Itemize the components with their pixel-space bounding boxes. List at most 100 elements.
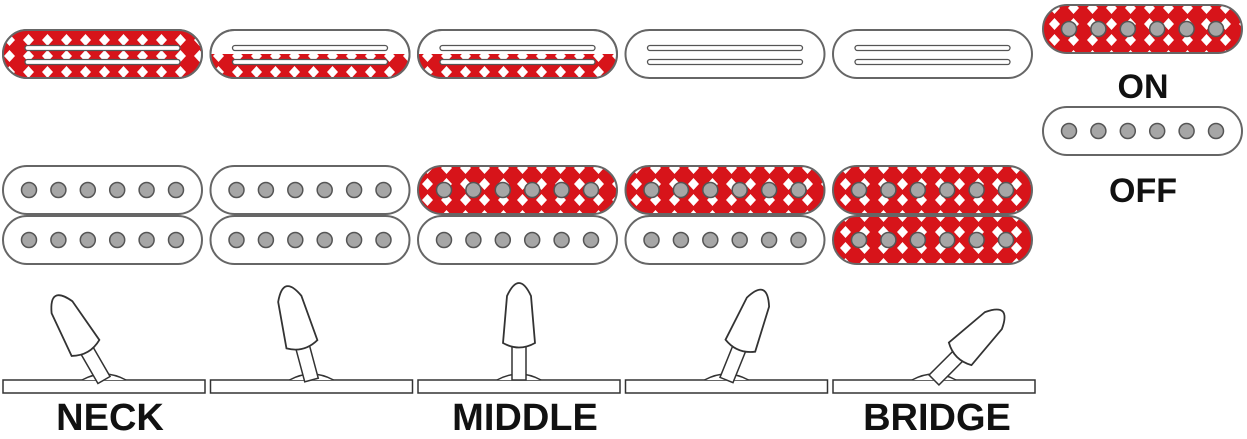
switch-plate [832, 379, 1036, 394]
single-coil-pickup [417, 29, 618, 79]
humbucker-top-coil [417, 165, 618, 215]
position-label-neck: NECK [56, 397, 164, 439]
pole-piece-dot [997, 181, 1015, 199]
position-column-2 [209, 29, 414, 394]
pole-piece-dot [287, 181, 304, 199]
legend-off-label: OFF [1109, 172, 1177, 210]
blade-bar [439, 58, 596, 66]
blade-bar [854, 44, 1011, 52]
switch-plate [417, 379, 621, 394]
pole-piece-dot [435, 231, 453, 249]
humbucker-top-coil [624, 165, 826, 215]
pole-piece-dot [582, 231, 600, 249]
legend-off-swatch [1042, 106, 1243, 156]
pole-piece-dot [375, 231, 392, 249]
switch-tip [724, 288, 770, 353]
single-coil-outline [209, 29, 411, 79]
blade-bar [439, 44, 596, 52]
pole-piece-dot [997, 231, 1015, 249]
switch-arm [502, 282, 536, 381]
humbucker-bottom-coil-body [209, 215, 411, 265]
pole-piece-dot [731, 181, 748, 199]
pole-piece-dot [850, 231, 868, 249]
single-coil-pickup [832, 29, 1033, 79]
humbucker-bottom-coil [624, 215, 826, 265]
legend-on-swatch [1042, 4, 1243, 54]
pole-piece-dot [138, 231, 155, 249]
pole-piece-dot [880, 181, 897, 199]
position-label-bridge: BRIDGE [863, 397, 1011, 439]
humbucker-bottom-coil-body [832, 215, 1033, 265]
switch-plate [2, 379, 206, 394]
blade-bar [24, 58, 181, 66]
pole-piece-dot [1148, 122, 1166, 140]
switch-arm [50, 294, 112, 385]
pole-piece-dot [1119, 20, 1137, 38]
switch-tip [947, 308, 1006, 367]
legend: ON OFF [1042, 4, 1243, 210]
pole-piece-dot [50, 181, 67, 199]
pole-piece-dot [138, 181, 155, 199]
single-coil-pickup [209, 29, 411, 79]
pole-piece-dot [50, 231, 67, 249]
pole-piece-dot [643, 231, 660, 249]
pole-piece-dot [553, 181, 570, 199]
pole-piece-dot [108, 231, 126, 249]
pole-piece-dot [20, 231, 38, 249]
humbucker-top-coil-body [2, 165, 203, 215]
pole-piece-dot [909, 181, 927, 199]
pole-piece-dot [108, 181, 126, 199]
pole-piece-dot [1148, 20, 1166, 38]
humbucker-top-coil-body [417, 165, 618, 215]
switch-plate [624, 379, 829, 394]
switch-arm [927, 308, 1006, 387]
pole-piece-dot [257, 231, 275, 249]
blade-bar [24, 44, 181, 52]
switch-lever [417, 282, 621, 394]
switch-arm [277, 285, 320, 383]
pole-piece-dot [523, 231, 541, 249]
pole-piece-dot [968, 181, 985, 199]
pole-piece-dot [760, 181, 778, 199]
pole-piece-dot [257, 181, 275, 199]
switch-lever [624, 288, 829, 394]
single-coil-body [624, 29, 826, 79]
humbucker-bottom-coil-body [2, 215, 203, 265]
pole-piece-dot [702, 231, 719, 249]
pole-piece-dot [345, 231, 363, 249]
humbucker-top-coil [832, 165, 1033, 215]
legend-on-label: ON [1118, 68, 1169, 106]
single-coil-outline [417, 29, 618, 79]
humbucker-top-coil [209, 165, 411, 215]
pole-piece-dot [1119, 122, 1137, 140]
humbucker-bottom-coil [209, 215, 411, 265]
pole-piece-dot [968, 231, 985, 249]
legend-off-coil-body [1042, 106, 1243, 156]
single-coil-active-fill [210, 54, 410, 78]
pole-piece-dot [167, 181, 185, 199]
pole-piece-dot [287, 231, 304, 249]
single-coil-pickup [624, 29, 826, 79]
humbucker-top-coil-body [209, 165, 411, 215]
legend-on-coil-body [1042, 4, 1243, 54]
switch-lever [209, 285, 414, 394]
switch-tip [50, 294, 101, 357]
blade-bar [231, 58, 389, 66]
pole-piece-dot [790, 231, 807, 249]
single-coil-outline [2, 29, 203, 79]
switch-lever [2, 294, 206, 394]
pole-piece-dot [1207, 122, 1225, 140]
single-coil-body [832, 29, 1033, 79]
switch-tip [502, 282, 536, 349]
pole-piece-dot [582, 181, 600, 199]
position-column-middle [417, 29, 621, 394]
position-column-4 [624, 29, 829, 394]
position-label-middle: MIDDLE [452, 397, 598, 439]
pole-piece-dot [938, 181, 956, 199]
humbucker-top-coil-body [832, 165, 1033, 215]
pole-piece-dot [553, 231, 570, 249]
pole-piece-dot [494, 231, 512, 249]
single-coil-active-fill [418, 54, 617, 78]
pole-piece-dot [20, 181, 38, 199]
